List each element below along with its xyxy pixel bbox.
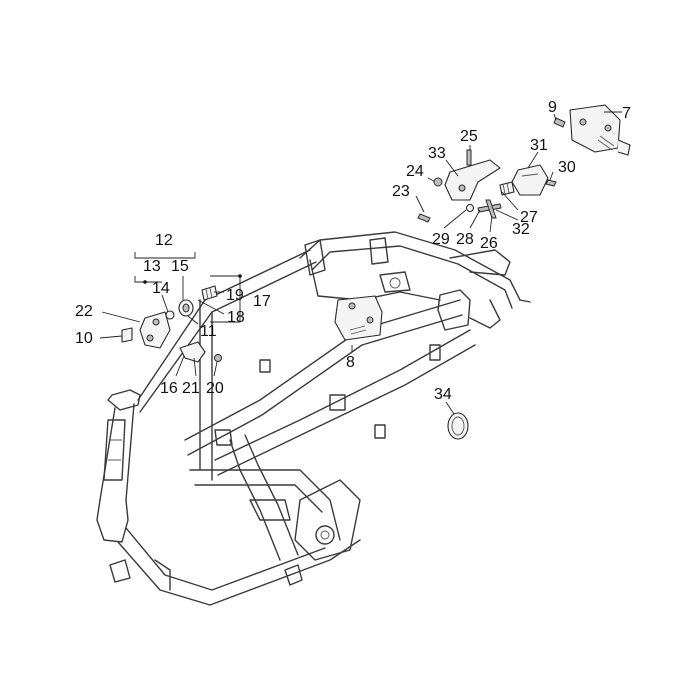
part-34-clamp-ring [447, 412, 469, 440]
part-14-ring [165, 310, 175, 320]
part-31-actuator [511, 164, 549, 196]
part-10-clip [121, 327, 133, 343]
callout-21: 21 [182, 380, 200, 397]
callout-labels: 7 9 25 33 24 31 30 23 27 32 29 28 26 12 … [75, 99, 631, 403]
callout-9: 9 [548, 99, 557, 116]
callout-24: 24 [406, 163, 424, 180]
callout-18: 18 [227, 309, 245, 326]
leader-lines [99, 111, 622, 415]
callout-16: 16 [160, 380, 178, 397]
callout-19: 19 [226, 287, 244, 304]
part-19-spring [201, 285, 218, 301]
callout-30: 30 [558, 159, 576, 176]
callout-27: 27 [520, 209, 538, 226]
part-7-bracket-plate [569, 104, 631, 156]
callout-22: 22 [75, 303, 93, 320]
callout-15: 15 [171, 258, 189, 275]
part-9-screw [553, 117, 566, 128]
part-11-seal [178, 299, 194, 317]
part-8-plate [334, 295, 383, 341]
part-30-screw [545, 179, 557, 187]
callout-12: 12 [155, 232, 173, 249]
callout-11: 11 [200, 323, 217, 340]
callout-33: 33 [428, 145, 446, 162]
callout-23: 23 [392, 183, 410, 200]
part-33-bracket [444, 159, 501, 201]
part-24-nut [433, 177, 443, 187]
part-16-bracket [179, 341, 206, 363]
callout-29: 29 [432, 231, 450, 248]
callout-25: 25 [460, 128, 478, 145]
part-20-nut [214, 354, 222, 362]
callout-8: 8 [346, 354, 355, 371]
callout-26: 26 [480, 235, 498, 252]
callout-17: 17 [253, 293, 271, 310]
callout-34: 34 [434, 386, 452, 403]
callout-7: 7 [622, 105, 631, 122]
part-23-bolt [417, 213, 431, 223]
callout-20: 20 [206, 380, 224, 397]
callout-14: 14 [152, 280, 170, 297]
callout-13: 13 [143, 258, 161, 275]
callout-32: 32 [512, 221, 530, 238]
part-27-spring [499, 181, 515, 196]
part-29-washer [465, 203, 475, 213]
callout-10: 10 [75, 330, 93, 347]
callout-31: 31 [530, 137, 548, 154]
part-26-rod [485, 199, 497, 219]
part-25-bolt [466, 149, 472, 166]
callout-28: 28 [456, 231, 474, 248]
part-12-lock-assembly [139, 311, 171, 349]
